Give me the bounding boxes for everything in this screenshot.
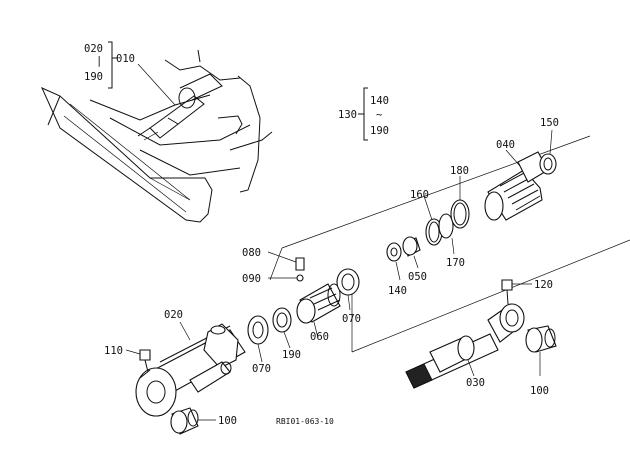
label-100-lower: 100 — [218, 415, 237, 427]
label-tilde: | — [96, 55, 102, 67]
label-120: 120 — [534, 279, 553, 291]
label-150: 150 — [540, 117, 559, 129]
bushing-100-right — [525, 325, 557, 376]
rod-cover-040 — [484, 149, 549, 221]
ball-090 — [268, 274, 304, 282]
label-040: 040 — [496, 139, 515, 151]
label-060: 060 — [310, 331, 329, 343]
label-140: 140 — [388, 285, 407, 297]
part-labels: 020 | 190 010 130 140 ~ 190 150 040 180 … — [84, 43, 559, 427]
label-160: 160 — [410, 189, 429, 201]
label-070-right: 070 — [342, 313, 361, 325]
label-020: 020 — [164, 309, 183, 321]
label-010: 010 — [116, 53, 135, 65]
assembly-bracket-130 — [358, 87, 368, 141]
label-170: 170 — [446, 257, 465, 269]
label-070-left: 070 — [252, 363, 271, 375]
oring-170 — [438, 213, 455, 255]
bushing-100-lower — [170, 407, 216, 435]
piston-060 — [296, 283, 341, 339]
label-020-top: 020 — [84, 43, 103, 55]
label-190-top: 190 — [84, 71, 103, 83]
ring-190-lower — [272, 307, 292, 349]
label-110: 110 — [104, 345, 123, 357]
label-180: 180 — [450, 165, 469, 177]
label-140-range: 140 — [370, 95, 389, 107]
collar-050 — [402, 236, 421, 269]
drawing-code: RBI01-063-10 — [276, 417, 334, 426]
label-090: 090 — [242, 273, 261, 285]
label-130: 130 — [338, 109, 357, 121]
label-050: 050 — [408, 271, 427, 283]
label-080: 080 — [242, 247, 261, 259]
label-190: 190 — [282, 349, 301, 361]
label-030: 030 — [466, 377, 485, 389]
piston-rod-030 — [405, 303, 525, 389]
seal-070-right — [336, 268, 360, 311]
seal-150 — [539, 129, 557, 175]
label-tilde-range: ~ — [376, 109, 382, 121]
seal-070-left — [247, 315, 269, 363]
bushing-140 — [386, 242, 402, 281]
oring-180 — [450, 176, 470, 229]
label-190-range: 190 — [370, 125, 389, 137]
cylinder-tube-020 — [125, 321, 246, 417]
grease-nipple-120 — [501, 279, 532, 305]
label-100-right: 100 — [530, 385, 549, 397]
set-screw-080 — [267, 251, 305, 271]
dozer-blade-overview — [41, 41, 273, 223]
